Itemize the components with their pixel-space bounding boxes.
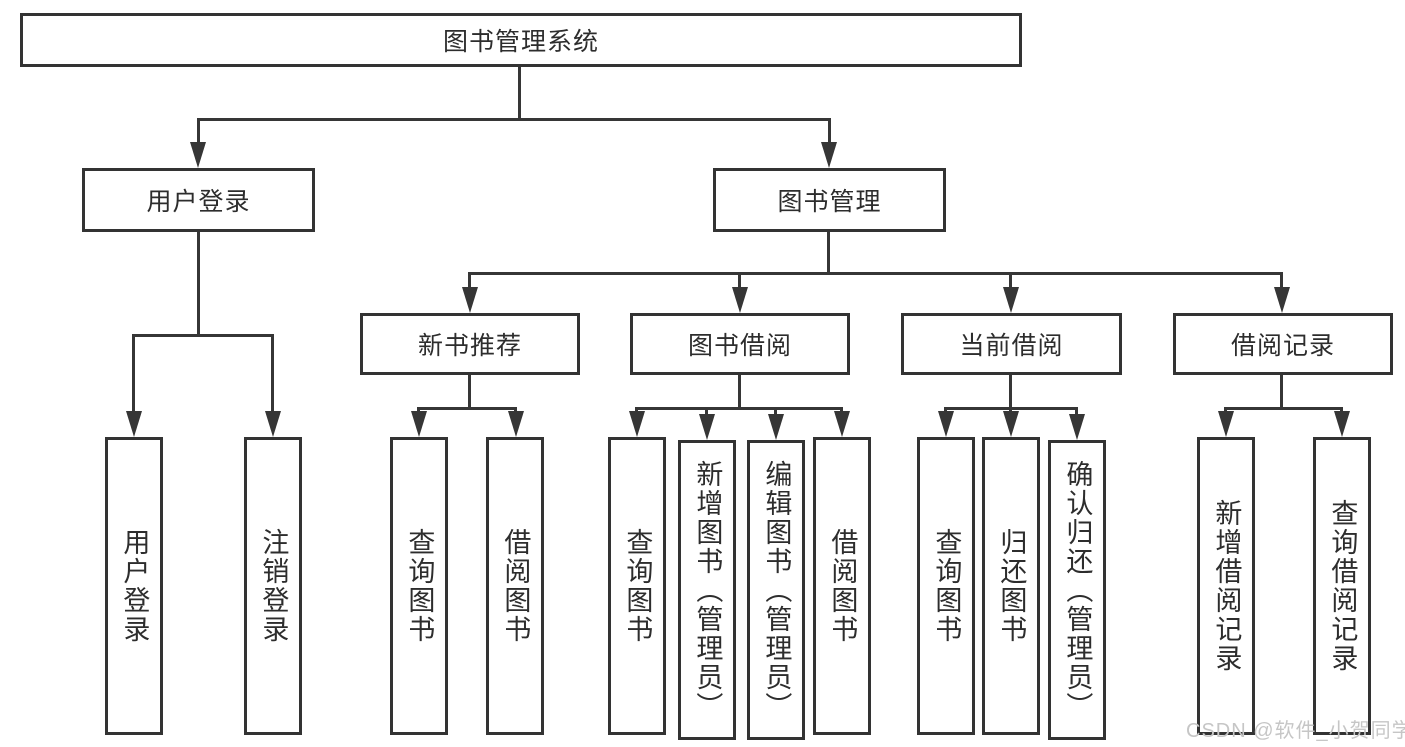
- connector-line: [1009, 272, 1012, 290]
- arrow-head-icon: [126, 411, 142, 437]
- leaf-query-books-recommend: 查询图书: [390, 437, 448, 735]
- arrow-head-icon: [732, 287, 748, 313]
- arrow-head-icon: [1334, 411, 1350, 437]
- leaf-add-borrow-record: 新增借阅记录: [1197, 437, 1255, 735]
- arrow-head-icon: [1069, 414, 1085, 440]
- arrow-head-icon: [699, 414, 715, 440]
- connector-line: [705, 407, 708, 417]
- connector-line: [518, 67, 521, 120]
- watermark-text: CSDN @软件_小贺同学: [1186, 720, 1405, 742]
- arrow-head-icon: [265, 411, 281, 437]
- connector-line: [1224, 407, 1343, 410]
- arrow-head-icon: [629, 411, 645, 437]
- arrow-head-icon: [411, 411, 427, 437]
- leaf-logout: 注销登录: [244, 437, 302, 735]
- arrow-head-icon: [1274, 287, 1290, 313]
- leaf-borrow-books-recommend: 借阅图书: [486, 437, 544, 735]
- node-borrow-records: 借阅记录: [1173, 313, 1393, 375]
- node-book-management: 图书管理: [713, 168, 946, 232]
- leaf-user-login: 用户登录: [105, 437, 163, 735]
- leaf-return-books: 归还图书: [982, 437, 1040, 735]
- arrow-head-icon: [1218, 411, 1234, 437]
- arrow-head-icon: [821, 142, 837, 168]
- arrow-head-icon: [768, 414, 784, 440]
- connector-line: [468, 272, 471, 290]
- arrow-head-icon: [462, 287, 478, 313]
- arrow-head-icon: [938, 411, 954, 437]
- node-library-management-system: 图书管理系统: [20, 13, 1022, 67]
- connector-line: [132, 334, 274, 337]
- connector-line: [635, 407, 843, 410]
- node-current-borrow: 当前借阅: [901, 313, 1122, 375]
- connector-line: [197, 118, 831, 121]
- node-new-book-recommend: 新书推荐: [360, 313, 580, 375]
- connector-line: [468, 375, 471, 409]
- leaf-query-books-current: 查询图书: [917, 437, 975, 735]
- connector-line: [468, 272, 1283, 275]
- connector-line: [738, 375, 741, 409]
- connector-line: [132, 334, 135, 414]
- connector-line: [738, 272, 741, 290]
- leaf-edit-books-admin: 编辑图书（管理员）: [747, 440, 805, 740]
- arrow-head-icon: [1003, 411, 1019, 437]
- connector-line: [271, 334, 274, 414]
- leaf-confirm-return-admin: 确认归还（管理员）: [1048, 440, 1106, 740]
- connector-line: [828, 118, 831, 146]
- leaf-borrow-books: 借阅图书: [813, 437, 871, 735]
- leaf-add-books-admin: 新增图书（管理员）: [678, 440, 736, 740]
- connector-line: [1075, 407, 1078, 417]
- connector-line: [197, 232, 200, 337]
- arrow-head-icon: [190, 142, 206, 168]
- node-book-borrow: 图书借阅: [630, 313, 850, 375]
- connector-line: [197, 118, 200, 146]
- connector-line: [774, 407, 777, 417]
- node-user-login: 用户登录: [82, 168, 315, 232]
- connector-line: [1280, 272, 1283, 290]
- connector-line: [827, 232, 830, 274]
- arrow-head-icon: [508, 411, 524, 437]
- connector-line: [417, 407, 517, 410]
- leaf-query-borrow-record: 查询借阅记录: [1313, 437, 1371, 735]
- connector-line: [1009, 375, 1012, 409]
- arrow-head-icon: [1003, 287, 1019, 313]
- arrow-head-icon: [834, 411, 850, 437]
- leaf-query-books-borrow: 查询图书: [608, 437, 666, 735]
- connector-line: [1280, 375, 1283, 409]
